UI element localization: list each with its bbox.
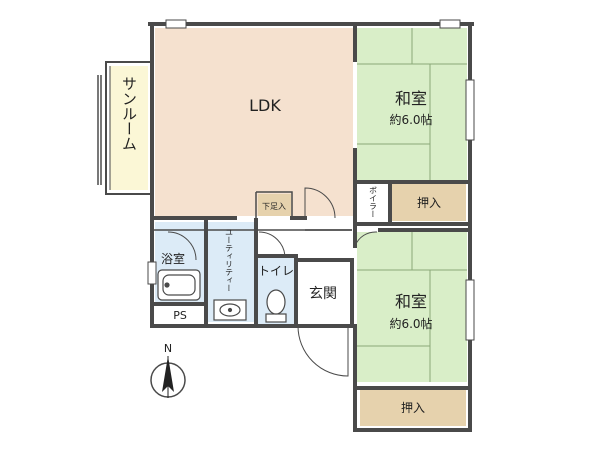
ps-label: PS — [173, 309, 187, 322]
doors — [167, 187, 378, 377]
ldk-label: LDK — [249, 96, 281, 115]
boiler-floor — [357, 184, 389, 221]
sunroom-frame — [97, 61, 153, 195]
closet-bottom-label: 押入 — [401, 401, 425, 415]
shoe-box-floor — [258, 194, 291, 216]
bathroom-label: 浴室 — [161, 251, 185, 266]
boiler-label: ボイラー — [369, 186, 378, 218]
compass-label: N — [164, 342, 172, 355]
toilet-icon — [265, 289, 287, 323]
utility-label: ユーティリティー — [225, 228, 234, 292]
windows — [147, 19, 475, 341]
washitsu-bottom-label: 和室 — [395, 292, 427, 311]
washbasin-icon — [213, 299, 247, 321]
sunroom-label: サンルーム — [120, 76, 138, 151]
washitsu-bottom-size: 約6.0帖 — [389, 316, 432, 331]
shoe-box-label: 下足入 — [262, 202, 286, 211]
entrance-floor — [297, 262, 351, 324]
washitsu-top-label: 和室 — [395, 89, 427, 108]
sunroom-floor — [110, 66, 148, 190]
washitsu-top-size: 約6.0帖 — [389, 112, 432, 127]
bathtub-icon — [157, 269, 201, 301]
closet-top-label: 押入 — [417, 196, 441, 210]
tatami-grid-bottom — [357, 232, 467, 382]
ldk-floor — [155, 28, 353, 216]
entrance-label: 玄関 — [309, 285, 337, 302]
closet-top-floor — [392, 184, 466, 221]
closet-bottom-floor — [360, 390, 466, 426]
tatami-grid-top — [357, 28, 467, 180]
toilet-label: トイレ — [258, 264, 294, 278]
thin-walls — [154, 191, 352, 231]
compass-icon — [150, 356, 186, 398]
